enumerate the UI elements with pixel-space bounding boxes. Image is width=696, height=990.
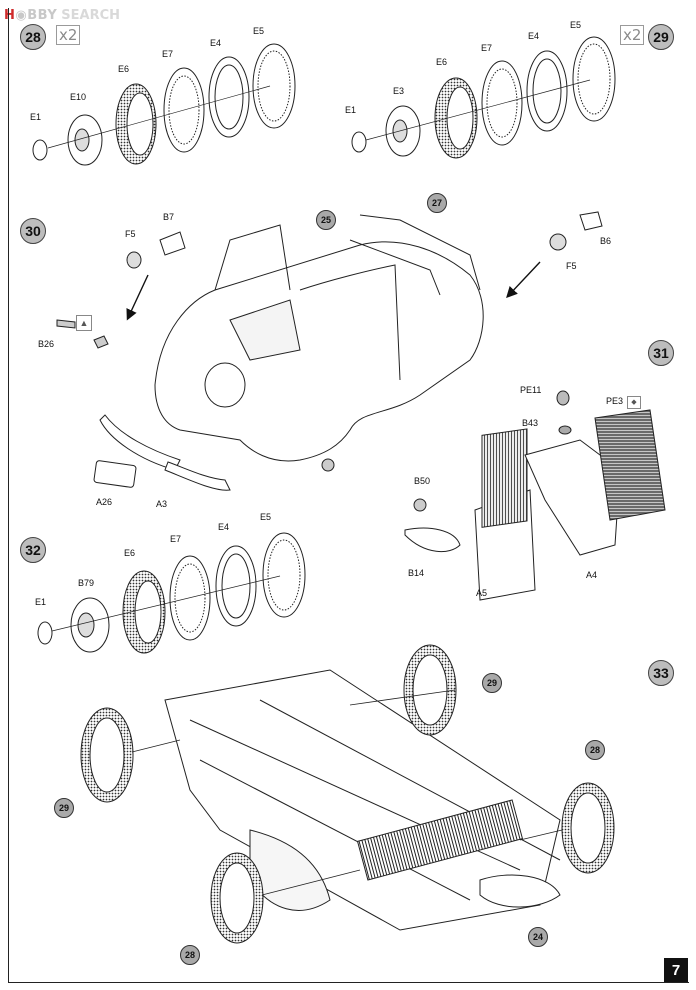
part-label: E10 bbox=[70, 92, 87, 102]
step-32-badge: 32 bbox=[20, 537, 46, 563]
step-reference-badge: 29 bbox=[54, 798, 74, 818]
watermark-search-text: SEARCH bbox=[61, 7, 121, 23]
part-label: B79 bbox=[78, 578, 95, 588]
step-28-badge: 28 bbox=[20, 24, 46, 50]
watermark-logo: H◉BBY bbox=[4, 7, 58, 23]
part-label: E1 bbox=[30, 112, 42, 122]
step-29-badge: 29 bbox=[648, 24, 674, 50]
part-label: E7 bbox=[481, 43, 493, 53]
step32-wheel-assembly bbox=[37, 532, 306, 654]
part-label: A5 bbox=[476, 588, 488, 598]
part-label: E6 bbox=[118, 64, 130, 74]
part-label: PE3 bbox=[606, 396, 624, 406]
part-label: E1 bbox=[345, 105, 357, 115]
multiplier-x2-right: x2 bbox=[620, 25, 645, 45]
step-33-badge: 33 bbox=[648, 660, 674, 686]
step-30-badge: 30 bbox=[20, 218, 46, 244]
watermark: H◉BBY SEARCH bbox=[4, 4, 120, 26]
part-label: B50 bbox=[414, 476, 431, 486]
part-label: A26 bbox=[96, 497, 113, 507]
part-label: B26 bbox=[38, 339, 55, 349]
part-label: E5 bbox=[570, 20, 582, 30]
step30-car-body bbox=[56, 211, 603, 491]
part-label: E4 bbox=[528, 31, 540, 41]
step-reference-badge: 25 bbox=[316, 210, 336, 230]
part-label: PE11 bbox=[520, 385, 542, 395]
part-label: E3 bbox=[393, 86, 405, 96]
part-label: B14 bbox=[408, 568, 425, 578]
part-label: B6 bbox=[600, 236, 612, 246]
page-frame bbox=[8, 8, 689, 983]
step-reference-badge: 28 bbox=[585, 740, 605, 760]
multiplier-x2-left: x2 bbox=[56, 25, 81, 45]
step-reference-badge: 29 bbox=[482, 673, 502, 693]
part-label: A3 bbox=[156, 499, 168, 509]
part-label: A4 bbox=[586, 570, 598, 580]
part-label: E4 bbox=[218, 522, 230, 532]
arrow-icon bbox=[126, 261, 541, 321]
part-label: E7 bbox=[170, 534, 182, 544]
part-label: B43 bbox=[522, 418, 539, 428]
part-label: F5 bbox=[125, 229, 136, 239]
step28-wheel-assembly bbox=[32, 43, 296, 166]
part-label: F5 bbox=[566, 261, 577, 271]
part-label: B7 bbox=[163, 212, 175, 222]
part-label: E1 bbox=[35, 597, 47, 607]
part-label: E5 bbox=[253, 26, 265, 36]
part-label: E6 bbox=[436, 57, 448, 67]
part-label: E5 bbox=[260, 512, 272, 522]
step33-chassis-assembly bbox=[80, 644, 615, 944]
step31-radiator-assembly bbox=[404, 390, 666, 601]
step-31-badge: 31 bbox=[648, 340, 674, 366]
paint-icon: ◆ bbox=[627, 396, 641, 409]
step-reference-badge: 28 bbox=[180, 945, 200, 965]
step29-wheel-assembly bbox=[351, 36, 616, 159]
part-label: E4 bbox=[210, 38, 222, 48]
part-label: E7 bbox=[162, 49, 174, 59]
page-number: 7 bbox=[664, 958, 688, 982]
step-reference-badge: 27 bbox=[427, 193, 447, 213]
glue-icon: ▲ bbox=[76, 315, 92, 331]
step-reference-badge: 24 bbox=[528, 927, 548, 947]
part-label: E6 bbox=[124, 548, 136, 558]
